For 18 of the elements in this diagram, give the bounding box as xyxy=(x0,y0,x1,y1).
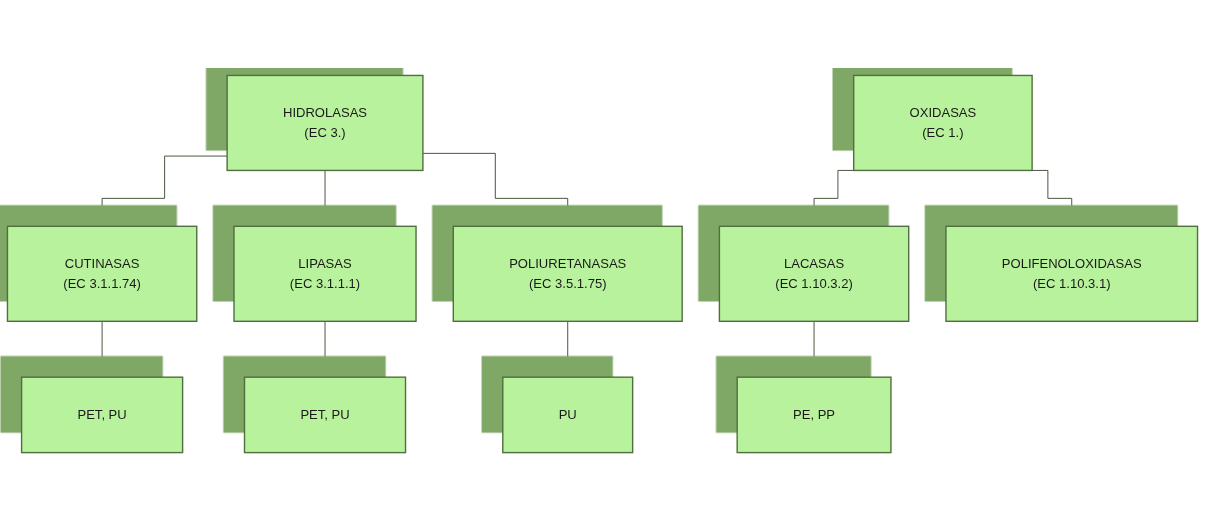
node-box: POLIFENOLOXIDASAS (EC 1.10.3.1) xyxy=(945,225,1199,322)
node-box: PU xyxy=(502,376,634,454)
node-box: CUTINASAS (EC 3.1.1.74) xyxy=(6,225,198,322)
node-box: PET, PU xyxy=(243,376,407,454)
connector xyxy=(813,320,815,378)
node-box: POLIURETANASAS (EC 3.5.1.75) xyxy=(452,225,683,322)
node-box: PET, PU xyxy=(20,376,184,454)
connector xyxy=(324,320,326,378)
connector xyxy=(567,320,569,378)
connector xyxy=(101,320,103,378)
connector xyxy=(101,155,228,227)
connector xyxy=(324,169,326,227)
connector xyxy=(422,152,569,227)
node-box: LACASAS (EC 1.10.3.2) xyxy=(718,225,910,322)
node-box: OXIDASAS (EC 1.) xyxy=(853,74,1033,172)
node-box: PE, PP xyxy=(736,376,892,454)
node-box: LIPASAS (EC 3.1.1.1) xyxy=(233,225,417,322)
node-box: HIDROLASAS (EC 3.) xyxy=(226,74,424,172)
